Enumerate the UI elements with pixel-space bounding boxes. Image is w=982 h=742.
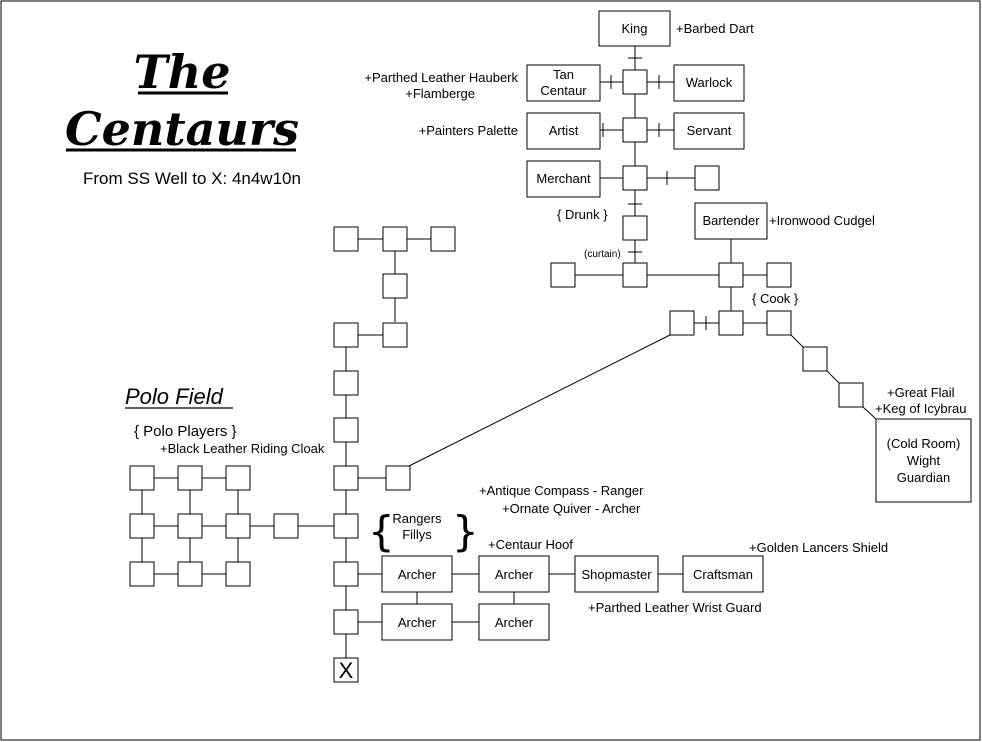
map-title-line2: Centaurs [65, 102, 299, 156]
door-marks [602, 57, 707, 330]
room-exit-x: X [333, 657, 359, 683]
room [838, 382, 864, 408]
room [430, 226, 456, 252]
note-cook: { Cook } [752, 291, 799, 306]
room [177, 561, 203, 587]
note-riding-cloak: +Black Leather Riding Cloak [160, 441, 325, 456]
room [382, 273, 408, 299]
room-cold-room-label-2: Wight [907, 453, 941, 468]
room [333, 226, 359, 252]
room [802, 346, 828, 372]
room [622, 117, 648, 143]
room-shopmaster: Shopmaster [574, 555, 659, 593]
note-hauberk: +Parthed Leather Hauberk [364, 70, 518, 85]
note-fillys: Fillys [402, 527, 432, 542]
room [718, 310, 744, 336]
room [225, 465, 251, 491]
room-warlock: Warlock [673, 64, 745, 102]
room-craftsman-label: Craftsman [693, 567, 753, 582]
room [129, 465, 155, 491]
note-great-flail: +Great Flail [887, 385, 955, 400]
note-wrist-guard: +Parthed Leather Wrist Guard [588, 600, 762, 615]
room-king: King [598, 10, 671, 47]
room [177, 465, 203, 491]
room [382, 322, 408, 348]
room [766, 262, 792, 288]
room [333, 370, 359, 396]
room-bartender: Bartender [694, 202, 768, 240]
room-shopmaster-label: Shopmaster [581, 567, 652, 582]
room-cold-room-label-3: Guardian [897, 470, 950, 485]
room [129, 513, 155, 539]
room-tan-centaur: Tan Centaur [526, 64, 601, 102]
room [129, 561, 155, 587]
room-cold-room: (Cold Room) Wight Guardian [875, 418, 972, 503]
room-archer-label: Archer [398, 615, 437, 630]
note-quiver: +Ornate Quiver - Archer [502, 501, 641, 516]
room-bartender-label: Bartender [702, 213, 760, 228]
note-palette: +Painters Palette [419, 123, 518, 138]
room-warlock-label: Warlock [686, 75, 733, 90]
room [766, 310, 792, 336]
room-tan-centaur-label-2: Centaur [540, 83, 587, 98]
room-merchant: Merchant [526, 160, 601, 198]
room [333, 322, 359, 348]
room-archer: Archer [478, 603, 550, 641]
note-centaur-hoof: +Centaur Hoof [488, 537, 573, 552]
room-cold-room-label-1: (Cold Room) [887, 436, 961, 451]
room [333, 609, 359, 635]
room [273, 513, 299, 539]
room-merchant-label: Merchant [536, 171, 591, 186]
room [225, 513, 251, 539]
room [622, 262, 648, 288]
room [669, 310, 695, 336]
section-polo-field: Polo Field [125, 384, 224, 409]
room-artist-label: Artist [549, 123, 579, 138]
room [333, 513, 359, 539]
room-archer: Archer [381, 603, 453, 641]
note-compass: +Antique Compass - Ranger [479, 483, 644, 498]
room-artist: Artist [526, 112, 601, 150]
room [382, 226, 408, 252]
room-servant: Servant [673, 112, 745, 150]
room-archer: Archer [381, 555, 453, 593]
room-servant-label: Servant [687, 123, 732, 138]
note-cudgel: +Ironwood Cudgel [769, 213, 875, 228]
room [333, 417, 359, 443]
room [333, 561, 359, 587]
note-barbed-dart: +Barbed Dart [676, 21, 754, 36]
room-king-label: King [621, 21, 647, 36]
brace-right-icon: } [452, 507, 479, 556]
brace-left-icon: { [368, 507, 395, 556]
room-tan-centaur-label-1: Tan [553, 67, 574, 82]
note-flamberge: +Flamberge [405, 86, 475, 101]
room [225, 561, 251, 587]
note-curtain: (curtain) [584, 249, 621, 260]
room-archer-label: Archer [495, 567, 534, 582]
map-title-line1: The [134, 45, 231, 99]
room-craftsman: Craftsman [682, 555, 764, 593]
room [622, 165, 648, 191]
note-lancers-shield: +Golden Lancers Shield [749, 540, 888, 555]
note-keg: +Keg of Icybrau [875, 401, 966, 416]
room [718, 262, 744, 288]
room [622, 215, 648, 241]
room [550, 262, 576, 288]
room-archer-label: Archer [495, 615, 534, 630]
room [385, 465, 411, 491]
room [622, 69, 648, 95]
plain-rooms [129, 69, 864, 635]
note-drunk: { Drunk } [557, 207, 608, 222]
note-rangers: Rangers [392, 511, 442, 526]
room [694, 165, 720, 191]
map-directions: From SS Well to X: 4n4w10n [83, 169, 301, 188]
exit-marker: X [339, 658, 354, 683]
room [333, 465, 359, 491]
room-archer-label: Archer [398, 567, 437, 582]
room-archer: Archer [478, 555, 550, 593]
note-polo-players: { Polo Players } [134, 423, 237, 440]
room [177, 513, 203, 539]
